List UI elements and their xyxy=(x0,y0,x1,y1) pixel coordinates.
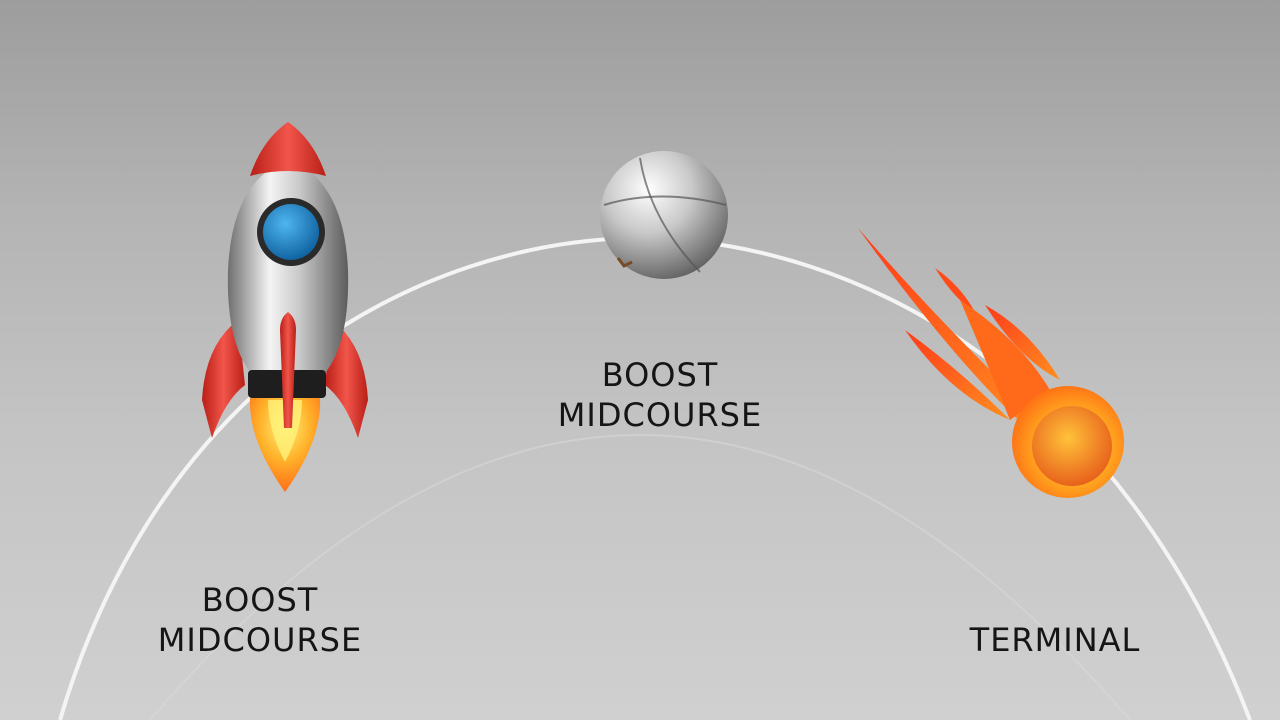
rocket-icon xyxy=(202,122,368,492)
fireball-icon xyxy=(858,228,1124,498)
label-top-line1: BOOST xyxy=(601,356,719,394)
inner-trajectory-arc xyxy=(149,434,1131,720)
metal-sphere-icon xyxy=(600,151,728,279)
label-boost-midcourse-left: BOOST MIDCOURSE xyxy=(130,580,390,660)
label-top-line2: MIDCOURSE xyxy=(557,396,763,434)
label-right-line1: TERMINAL xyxy=(969,621,1141,659)
label-terminal: TERMINAL xyxy=(950,620,1160,660)
label-left-line1: BOOST xyxy=(201,581,319,619)
label-left-line2: MIDCOURSE xyxy=(157,621,363,659)
label-boost-midcourse-top: BOOST MIDCOURSE xyxy=(530,355,790,435)
